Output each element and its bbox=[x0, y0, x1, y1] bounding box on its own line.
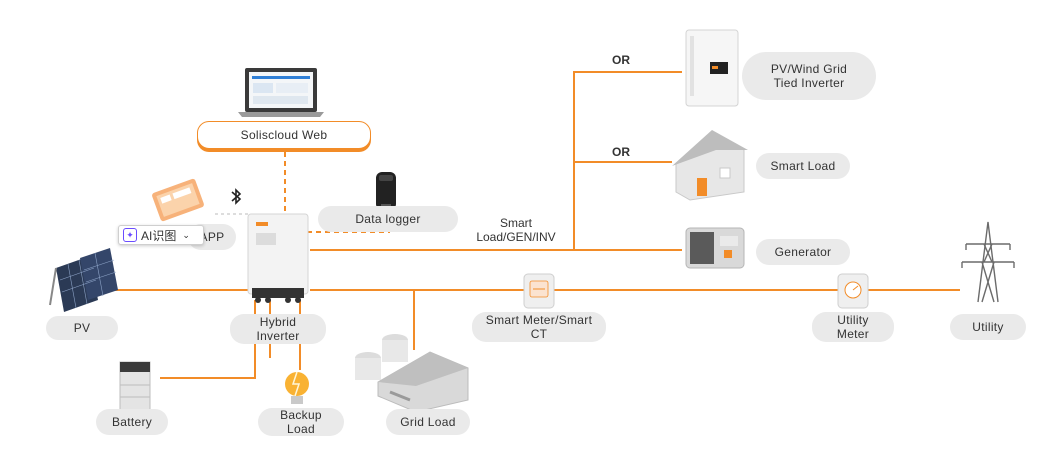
pylon-icon bbox=[961, 221, 1015, 303]
utility-label: Utility bbox=[950, 314, 1026, 340]
smart-load-label: Smart Load bbox=[756, 153, 850, 179]
generator-label: Generator bbox=[756, 239, 850, 265]
smart-load-gen-inv-label: Smart Load/GEN/INV bbox=[476, 216, 556, 244]
utility-meter-label: Utility Meter bbox=[812, 312, 894, 342]
pv-label: PV bbox=[46, 316, 118, 340]
pv-panel-icon bbox=[49, 248, 118, 312]
house-icon bbox=[672, 130, 748, 201]
bulb-icon bbox=[285, 371, 309, 404]
grid-load-label: Grid Load bbox=[386, 409, 470, 435]
laptop-icon bbox=[238, 68, 324, 117]
or-label-top: OR bbox=[612, 53, 630, 67]
connection-wires bbox=[115, 71, 960, 379]
ai-recognize-badge[interactable]: ✦ AI识图 ⌄ bbox=[118, 225, 204, 245]
scan-icon: ✦ bbox=[123, 228, 137, 242]
smart-meter-label: Smart Meter/Smart CT bbox=[472, 312, 606, 342]
or-label-middle: OR bbox=[612, 145, 630, 159]
data-logger-icon bbox=[376, 172, 396, 210]
smart-meter-icon bbox=[523, 273, 555, 309]
ai-recognize-text: AI识图 bbox=[141, 228, 177, 243]
battery-label: Battery bbox=[96, 409, 168, 435]
data-logger-label: Data logger bbox=[318, 206, 458, 232]
grid-inverter-icon bbox=[685, 29, 739, 107]
factory-icon bbox=[355, 334, 469, 413]
pv-wind-inverter-label: PV/Wind Grid Tied Inverter bbox=[742, 52, 876, 100]
or-branch-inverter bbox=[573, 71, 682, 250]
backup-load-label: Backup Load bbox=[258, 408, 344, 436]
battery-icon bbox=[119, 361, 151, 411]
utility-meter-icon bbox=[837, 273, 869, 309]
hybrid-inverter-icon bbox=[247, 213, 309, 303]
generator-icon bbox=[685, 227, 745, 269]
soliscloud-web-label: Soliscloud Web bbox=[197, 121, 371, 149]
chevron-down-icon: ⌄ bbox=[182, 229, 190, 240]
phone-icon bbox=[152, 178, 204, 222]
hybrid-inverter-label: Hybrid Inverter bbox=[230, 314, 326, 344]
